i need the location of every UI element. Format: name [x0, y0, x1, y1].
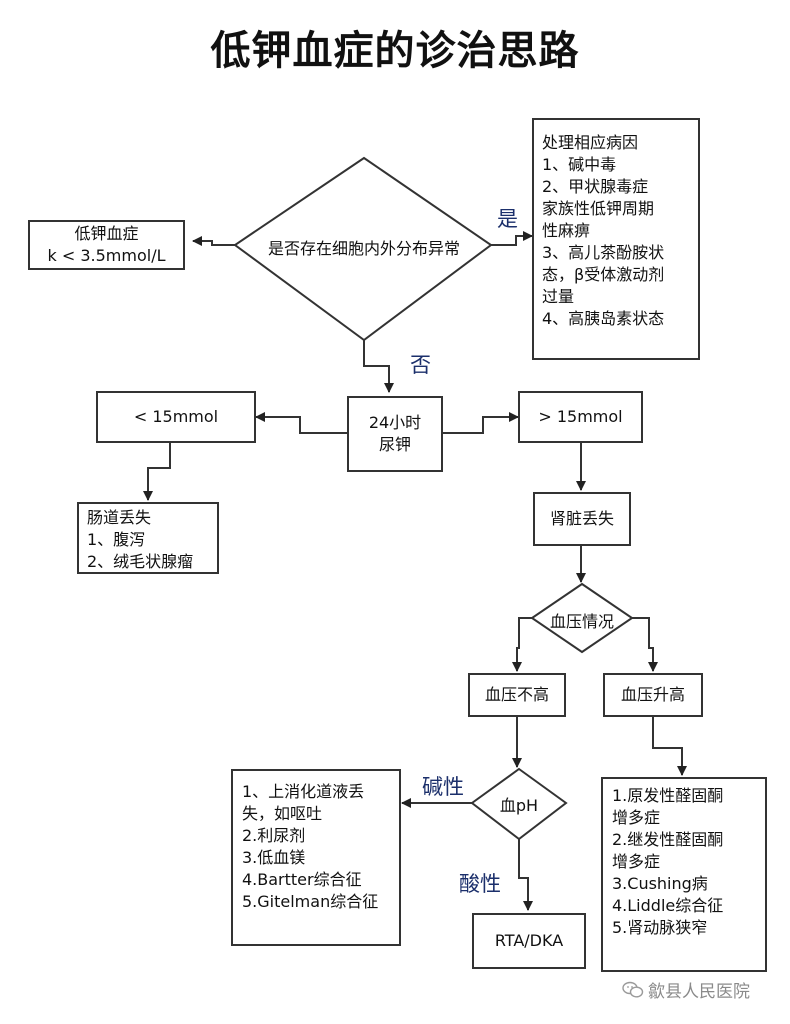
ph-label: 血pH	[499, 796, 539, 815]
urine-to-lt15	[255, 412, 347, 434]
alkaline-item: 1、上消化道液丢	[242, 782, 365, 801]
treat-item: 3、高儿茶酚胺状	[542, 243, 665, 262]
hypertension-item: 增多症	[612, 852, 661, 871]
urine-line: 尿钾	[378, 435, 411, 454]
lt15-label: < 15mmol	[133, 407, 219, 426]
hypertension-item: 5.肾动脉狭窄	[612, 918, 708, 937]
treat-causes-box: 处理相应病因 1、碱中毒 2、甲状腺毒症 家族性低钾周期 性麻痹 3、高儿茶酚胺…	[532, 118, 700, 360]
renal-loss-box: 肾脏丢失	[533, 492, 631, 546]
gut-item: 肠道丢失	[87, 508, 152, 527]
hypertension-causes-box: 1.原发性醛固酮 增多症 2.继发性醛固酮 增多症 3.Cushing病 4.L…	[601, 777, 767, 972]
wechat-icon	[622, 981, 644, 998]
bp-to-high	[632, 617, 658, 672]
high-to-list	[652, 717, 687, 776]
treat-item: 处理相应病因	[542, 133, 639, 152]
watermark: 歙县人民医院	[622, 977, 750, 1002]
gut-item: 1、腹泻	[87, 530, 146, 549]
alkaline-item: 失，如呕吐	[242, 804, 323, 823]
alkaline-item: 4.Bartter综合征	[242, 870, 362, 889]
hypokalemia-box: 低钾血症 k < 3.5mmol/L	[28, 220, 185, 270]
renal-label: 肾脏丢失	[549, 509, 614, 528]
bp-normal-box: 血压不高	[468, 673, 566, 717]
rta-dka-box: RTA/DKA	[472, 913, 586, 969]
bp-high-label: 血压升高	[620, 685, 685, 704]
edge-label-no: 否	[410, 353, 431, 377]
bp-high-box: 血压升高	[603, 673, 703, 717]
alkaline-causes-box: 1、上消化道液丢 失，如呕吐 2.利尿剂 3.低血镁 4.Bartter综合征 …	[231, 769, 401, 946]
edge-label-acid: 酸性	[459, 872, 501, 896]
gut-item: 2、绒毛状腺瘤	[87, 552, 194, 571]
ph-to-acid	[518, 839, 533, 911]
potassium-threshold: k < 3.5mmol/L	[47, 246, 166, 265]
hypertension-item: 1.原发性醛固酮	[612, 786, 724, 805]
treat-item: 过量	[542, 287, 575, 306]
treat-item: 1、碱中毒	[542, 155, 617, 174]
question-to-hypokalemia	[192, 236, 235, 246]
rta-dka-label: RTA/DKA	[494, 931, 564, 950]
question-to-treat	[491, 231, 533, 246]
page-title: 低钾血症的诊治思路	[210, 28, 580, 74]
bp-to-normal	[512, 617, 532, 672]
treat-item: 4、高胰岛素状态	[542, 309, 665, 328]
gt15-label: > 15mmol	[538, 407, 623, 426]
urine-line: 24小时	[368, 413, 422, 432]
watermark-text: 歙县人民医院	[648, 982, 750, 1002]
lt15-box: < 15mmol	[96, 391, 256, 443]
treat-item: 家族性低钾周期	[542, 199, 655, 218]
edge-label-alkaline: 碱性	[422, 775, 464, 799]
lt15-to-gut	[143, 443, 171, 501]
alkaline-item: 2.利尿剂	[242, 826, 306, 845]
bp-normal-label: 血压不高	[484, 685, 549, 704]
urine-to-gt15	[443, 412, 519, 434]
bp-diamond	[530, 582, 634, 654]
treat-item: 2、甲状腺毒症	[542, 177, 649, 196]
hypertension-item: 3.Cushing病	[612, 874, 708, 893]
treat-item: 态，β受体激动剂	[542, 265, 665, 284]
edge-label-yes: 是	[497, 207, 518, 231]
alkaline-item: 3.低血镁	[242, 848, 306, 867]
question-to-urine	[363, 340, 394, 393]
gut-loss-box: 肠道丢失 1、腹泻 2、绒毛状腺瘤	[77, 502, 219, 574]
hypertension-item: 增多症	[612, 808, 661, 827]
urine-potassium-box: 24小时 尿钾	[347, 396, 443, 472]
question-label: 是否存在细胞内外分布异常	[267, 239, 460, 258]
hypertension-item: 4.Liddle综合征	[612, 896, 724, 915]
hypokalemia-label: 低钾血症	[74, 224, 139, 243]
treat-item: 性麻痹	[542, 221, 591, 240]
gt15-box: > 15mmol	[518, 391, 643, 443]
hypertension-item: 2.继发性醛固酮	[612, 830, 724, 849]
bp-label: 血压情况	[549, 612, 614, 631]
alkaline-item: 5.Gitelman综合征	[242, 892, 379, 911]
